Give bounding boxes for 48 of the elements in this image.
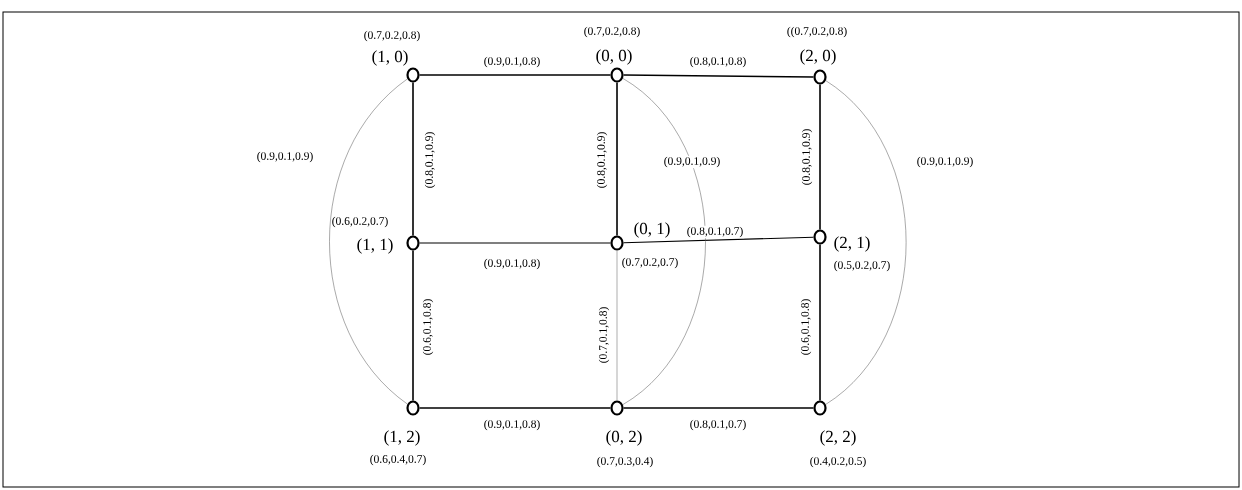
vertex-label: (0.6,0.2,0.7) [330, 215, 390, 229]
edge-line [412, 249, 414, 402]
vertex-label: (1, 2) [382, 429, 422, 447]
vertex-label: (0.5,0.2,0.7) [832, 259, 892, 273]
edge-line [419, 242, 611, 244]
edge-label: (0.8,0.1,0.7) [685, 225, 745, 239]
vertex-label: (2, 2) [818, 429, 858, 447]
edge-line [819, 243, 821, 402]
edge-label: (0.8,0.1,0.9) [423, 130, 437, 190]
vertex-label: ((0.7,0.2,0.8) [785, 25, 849, 39]
edge-line [825, 80, 907, 405]
edge-line [616, 250, 618, 401]
vertex-label: (0, 1) [632, 221, 672, 239]
edge-label: (0.8,0.1,0.9) [800, 127, 814, 187]
edge-line [622, 407, 815, 409]
vertex-label: (0, 0) [594, 48, 634, 66]
vertex-label: (0.7,0.2,0.8) [582, 25, 642, 39]
edge-line [418, 74, 612, 76]
vertex-label: (2, 0) [798, 48, 838, 66]
edge-label: (0.9,0.1,0.9) [662, 155, 722, 169]
vertex-label: (0.7,0.2,0.8) [362, 29, 422, 43]
vertex-label: (0.7,0.2,0.7) [620, 256, 680, 270]
edge-label: (0.9,0.1,0.8) [482, 55, 542, 69]
vertex-label: (0, 2) [604, 429, 644, 447]
edge-label: (0.9,0.1,0.8) [482, 257, 542, 271]
edge-line [819, 83, 821, 231]
edge-label: (0.9,0.1,0.9) [255, 150, 315, 164]
vertex-label: (1, 1) [355, 237, 395, 255]
vertex-label: (0.6,0.4,0.7) [368, 453, 428, 467]
edge-line [412, 81, 414, 237]
edge-label: (0.9,0.1,0.9) [915, 155, 975, 169]
edge-label: (0.6,0.1,0.8) [421, 297, 435, 357]
edge-label: (0.9,0.1,0.8) [482, 418, 542, 432]
edge-label: (0.8,0.1,0.8) [688, 55, 748, 69]
edge-label: (0.6,0.1,0.8) [799, 297, 813, 357]
edge-line [418, 407, 612, 409]
edge-line [622, 78, 706, 405]
vertex-label: (2, 1) [832, 235, 872, 253]
edge-line [329, 78, 408, 405]
edge-line [623, 236, 814, 244]
edge-line [622, 74, 815, 78]
vertex-label: (0.7,0.3,0.4) [595, 455, 655, 469]
edge-label: (0.8,0.1,0.9) [595, 130, 609, 190]
vertex-label: (0.4,0.2,0.5) [808, 455, 868, 469]
edge-label: (0.7,0.1,0.8) [597, 305, 611, 365]
vertex-label: (1, 0) [370, 49, 410, 67]
edge-line [616, 81, 618, 237]
edge-label: (0.8,0.1,0.7) [688, 418, 748, 432]
